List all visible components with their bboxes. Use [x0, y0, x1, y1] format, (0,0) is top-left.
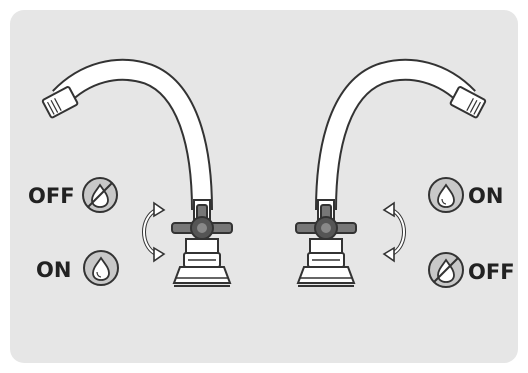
right-rotate-arrows-icon	[382, 201, 406, 263]
left-on-drop-icon	[83, 250, 119, 286]
right-off-drop-icon	[428, 252, 464, 288]
right-on-drop-icon	[428, 177, 464, 213]
left-off-label: OFF	[28, 184, 75, 208]
right-off-label: OFF	[468, 260, 515, 284]
left-faucet	[42, 70, 232, 286]
left-rotate-arrows-icon	[142, 201, 166, 263]
left-on-label: ON	[36, 258, 72, 282]
left-off-drop-icon	[82, 177, 118, 213]
right-on-label: ON	[468, 184, 504, 208]
